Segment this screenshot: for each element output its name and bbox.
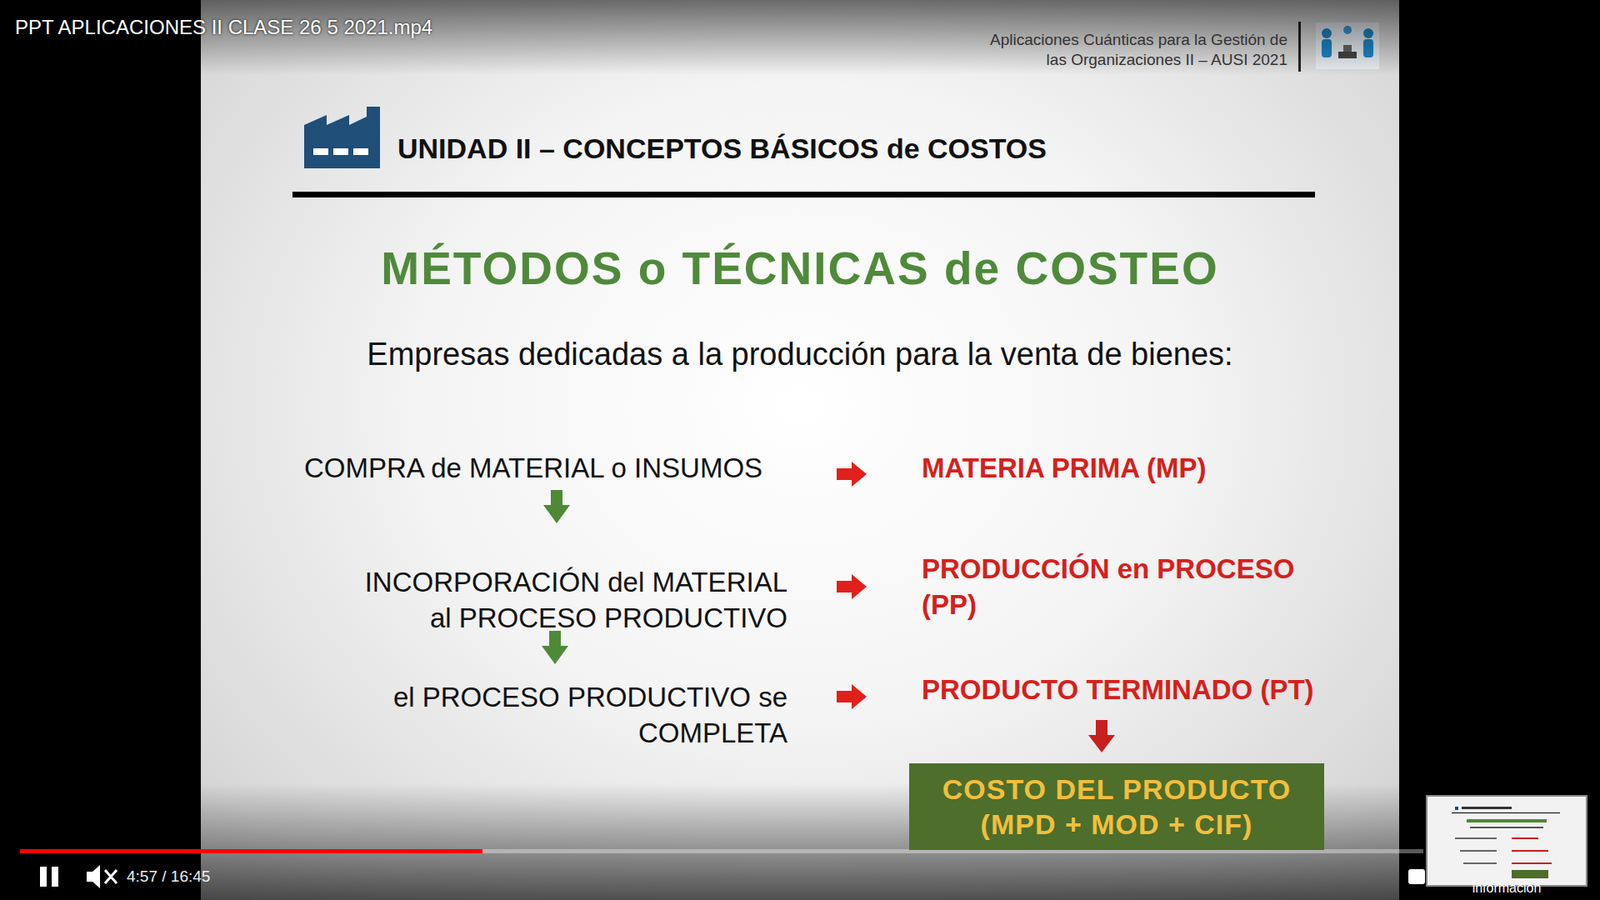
- cost-formula: COSTO DEL PRODUCTO (MPD + MOD + CIF): [922, 771, 1311, 842]
- thumbnail-detail: [1466, 819, 1547, 823]
- flow-arrow-down: [543, 490, 570, 524]
- flow-arrow-right: [836, 461, 867, 487]
- cost-box: COSTO DEL PRODUCTO (MPD + MOD + CIF): [909, 763, 1325, 850]
- stage-result: PRODUCTO TERMINADO (PT): [921, 672, 1372, 708]
- factory-window: [333, 148, 349, 155]
- video-title: PPT APLICACIONES II CLASE 26 5 2021.mp4: [15, 15, 599, 40]
- pause-icon: [51, 866, 59, 887]
- flow-arrow-down: [541, 630, 569, 665]
- course-header: Aplicaciones Cuánticas para la Gestión d…: [870, 30, 1288, 50]
- thumbnail-detail: [1460, 850, 1497, 852]
- player-top-shade: [0, 0, 1600, 75]
- thumbnail-detail: [1463, 862, 1497, 865]
- thumbnail-detail: [1461, 806, 1512, 810]
- slide-title: MÉTODOS o TÉCNICAS de COSTEO: [200, 241, 1400, 295]
- flow-arrow-right: [836, 684, 867, 710]
- captions-box: [1408, 869, 1425, 885]
- thumbnail-detail: [1455, 837, 1497, 840]
- stage-text: INCORPORACIÓN del MATERIAL al PROCESO PR…: [350, 564, 788, 636]
- mute-cross: [105, 870, 117, 884]
- factory-body: [304, 106, 380, 169]
- flow-arrow-down: [1088, 720, 1115, 753]
- factory-window: [313, 148, 329, 155]
- thumbnail-detail: [1511, 850, 1549, 852]
- stage-text: el PROCESO PRODUCTIVO se COMPLETA: [350, 679, 788, 751]
- title-rule: [292, 191, 1315, 198]
- pause-icon: [40, 866, 47, 887]
- thumbnail-detail: [1470, 826, 1544, 829]
- unit-heading: UNIDAD II – CONCEPTOS BÁSICOS de COSTOS: [397, 130, 1306, 166]
- player-bottom-shade: [0, 783, 1600, 900]
- flow-arrow-right: [836, 574, 867, 600]
- factory-icon: [304, 106, 380, 169]
- intro-text: Empresas dedicadas a la producción para …: [200, 335, 1400, 374]
- preview-thumbnail: [1426, 795, 1587, 886]
- captions-icon: [1408, 869, 1425, 885]
- thumbnail-detail: [1511, 862, 1552, 865]
- mute-icon: [86, 865, 117, 889]
- thumbnail-detail: [1511, 837, 1539, 840]
- thumbnail-detail: [1511, 870, 1549, 879]
- time-display: 4:57 / 16:45: [126, 866, 294, 887]
- stage-result: PRODUCCIÓN en PROCESO (PP): [921, 550, 1330, 623]
- course-header: las Organizaciones II – AUSI 2021: [870, 50, 1288, 70]
- progress-played: [20, 849, 483, 854]
- thumbnail-detail: [1451, 812, 1560, 814]
- thumbnail-detail: [1455, 806, 1459, 810]
- stage-result: MATERIA PRIMA (MP): [921, 450, 1355, 486]
- tooltip-text: información: [1426, 880, 1587, 897]
- speaker-shape: [86, 865, 100, 889]
- factory-window: [353, 148, 369, 155]
- thumbnail-frame: [1426, 795, 1587, 886]
- stage-text: COMPRA de MATERIAL o INSUMOS: [304, 450, 805, 486]
